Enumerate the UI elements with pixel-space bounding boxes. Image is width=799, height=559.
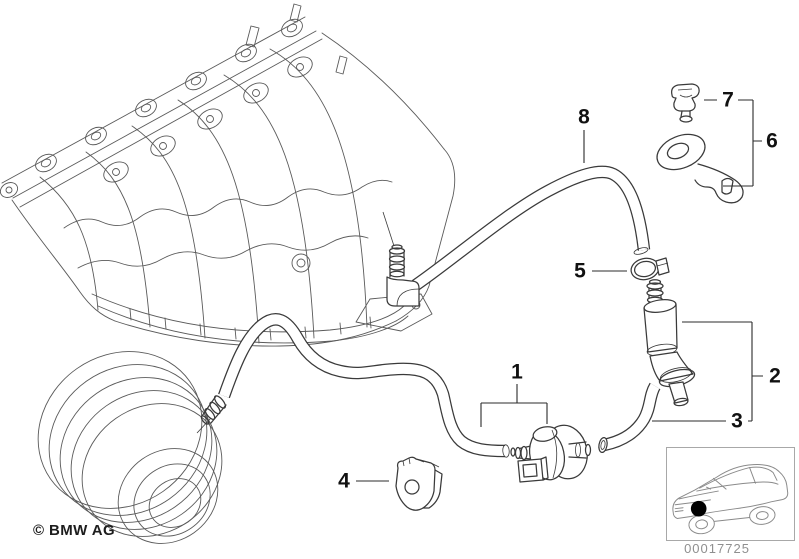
vacuum-hose-3-drawing <box>598 382 661 454</box>
vacuum-pipe-long-drawing <box>200 313 510 458</box>
clip-7-drawing <box>671 83 700 123</box>
callout-1[interactable]: 1 <box>511 360 523 384</box>
copyright-text: © BMW AG <box>33 522 116 539</box>
vacuum-hose-8-drawing <box>409 165 651 293</box>
callout-8[interactable]: 8 <box>578 105 590 129</box>
bracket-6-drawing <box>656 133 744 204</box>
hose-clamp-5-drawing <box>630 257 670 281</box>
callout-4[interactable]: 4 <box>338 469 350 493</box>
leader-lines <box>196 211 395 434</box>
rubber-holder-4-drawing <box>395 456 443 511</box>
callout-6[interactable]: 6 <box>766 129 778 153</box>
callout-leader-lines <box>356 99 763 482</box>
diagram-part-number: 00017725 <box>684 541 750 556</box>
car-thumbnail-icon <box>672 464 789 535</box>
callout-5[interactable]: 5 <box>574 259 586 283</box>
elbow-fitting-drawing <box>386 244 420 307</box>
engine-bay-dot-marker <box>690 500 707 517</box>
callout-3[interactable]: 3 <box>731 409 743 433</box>
vehicle-locator-box <box>666 447 795 541</box>
vacuum-valve-1-drawing <box>510 424 592 483</box>
vacuum-damper-2-drawing <box>643 279 696 407</box>
callout-2[interactable]: 2 <box>769 364 781 388</box>
air-intake-boot-drawing <box>37 351 223 544</box>
callout-7[interactable]: 7 <box>722 88 734 112</box>
